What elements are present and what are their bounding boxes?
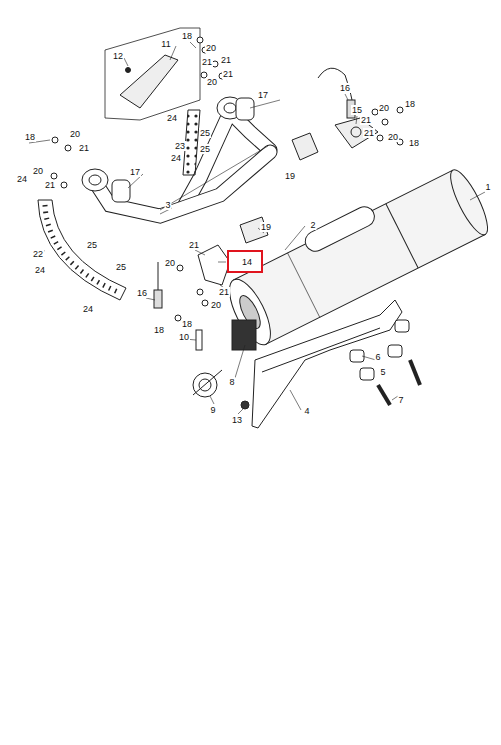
callout-number: 18 <box>181 31 193 41</box>
callout-number: 8 <box>228 377 235 387</box>
callout-number: 6 <box>374 352 381 362</box>
callout-number: 12 <box>112 51 124 61</box>
callout-number: 20 <box>387 132 399 142</box>
callout-number: 16 <box>136 288 148 298</box>
callout-number: 7 <box>397 395 404 405</box>
callout-number: 19 <box>284 171 296 181</box>
callout-number: 21 <box>360 115 372 125</box>
callout-number: 21 <box>78 143 90 153</box>
highlight-box: 14 <box>227 250 263 273</box>
callout-number: 3 <box>164 200 171 210</box>
callout-number: 20 <box>206 77 218 87</box>
callout-number: 25 <box>115 262 127 272</box>
callout-number: 18 <box>404 99 416 109</box>
callout-number: 21 <box>218 287 230 297</box>
callout-number: 1 <box>484 182 491 192</box>
callout-number: 24 <box>16 174 28 184</box>
callout-number: 11 <box>160 39 171 49</box>
callout-number: 5 <box>379 367 386 377</box>
callout-number: 13 <box>231 415 243 425</box>
callout-number: 20 <box>378 103 390 113</box>
callout-number: 24 <box>82 304 94 314</box>
callout-number: 9 <box>209 405 216 415</box>
callout-number: 21 <box>188 240 200 250</box>
callout-number: 20 <box>32 166 44 176</box>
callout-number: 21 <box>220 55 232 65</box>
callout-number: 23 <box>174 141 186 151</box>
callout-number: 24 <box>34 265 46 275</box>
callout-number: 20 <box>69 129 81 139</box>
callout-number: 21 <box>222 69 234 79</box>
callout-number: 16 <box>339 83 351 93</box>
callout-number: 10 <box>178 332 190 342</box>
callout-number: 22 <box>32 249 44 259</box>
callout-number: 18 <box>408 138 420 148</box>
callout-number: 21 <box>44 180 56 190</box>
callout-number: 17 <box>129 167 141 177</box>
callout-number: 14 <box>242 257 252 267</box>
callout-number: 20 <box>210 300 222 310</box>
callout-number: 18 <box>181 319 193 329</box>
callout-number: 4 <box>303 406 310 416</box>
callout-number: 20 <box>164 258 176 268</box>
callout-number: 25 <box>86 240 98 250</box>
callout-number: 24 <box>170 153 182 163</box>
callout-number: 21 <box>363 128 375 138</box>
callout-number: 18 <box>153 325 165 335</box>
callout-number: 20 <box>205 43 217 53</box>
callout-number: 25 <box>199 144 211 154</box>
callout-number: 17 <box>257 90 269 100</box>
callout-number: 25 <box>199 128 211 138</box>
callout-number: 15 <box>351 105 363 115</box>
callout-number: 18 <box>24 132 36 142</box>
callout-number: 19 <box>260 222 272 232</box>
callout-number: 21 <box>201 57 213 67</box>
callout-number: 2 <box>309 220 316 230</box>
callout-number: 24 <box>166 113 178 123</box>
